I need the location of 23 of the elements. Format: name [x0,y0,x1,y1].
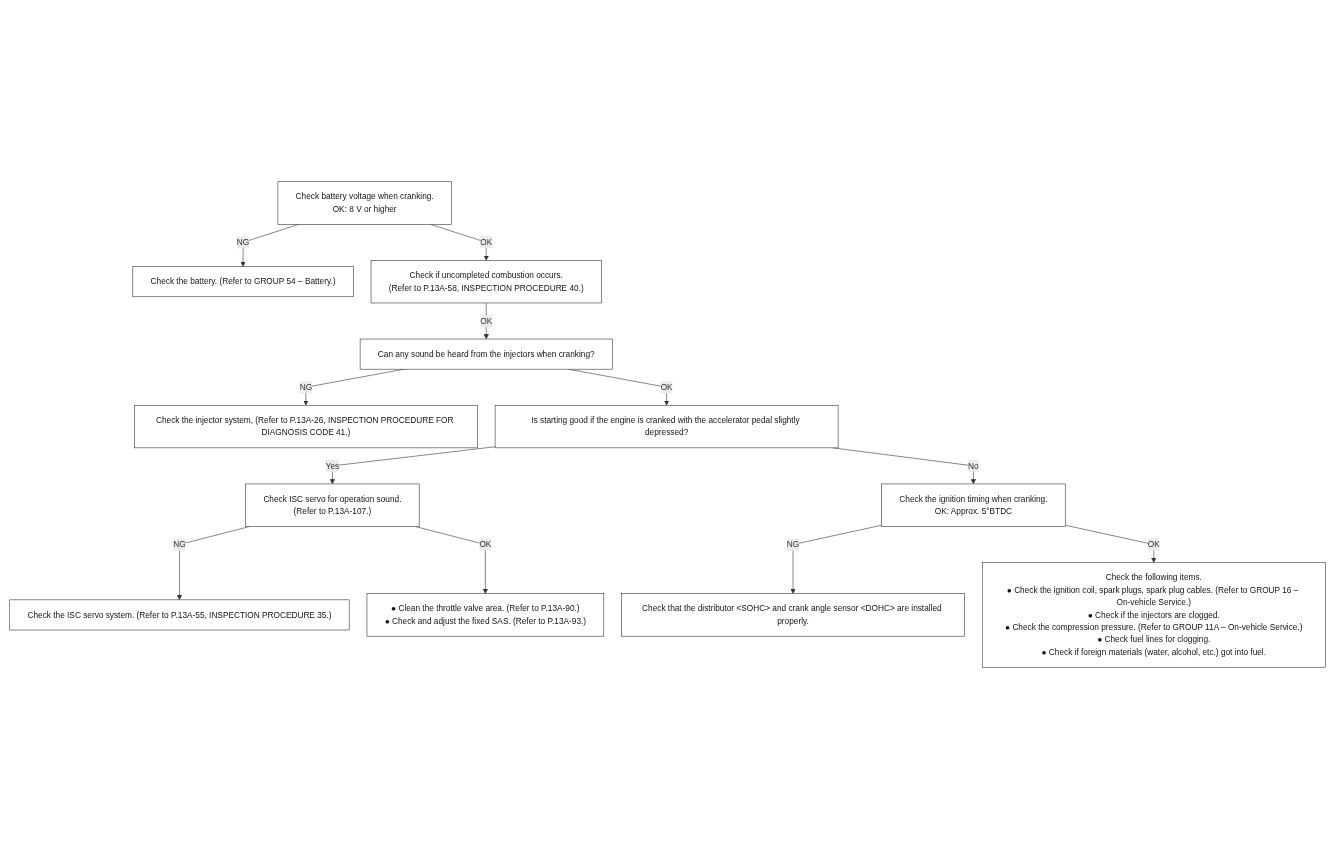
edge-label: NG [786,539,800,549]
node-box: Check the ignition timing when cranking. OK: Approx. 5°BTDC [881,483,1066,527]
edge-label: OK [660,381,673,392]
edge-label: NG [236,236,250,247]
edge-label: NG [299,381,313,392]
node-box: Check the injector system, (Refer to P.13A-26, INSPECTION PROCEDURE FOR DIAGNOSIS CODE 41.) [134,404,478,448]
edge-label: OK [480,236,493,247]
edge-label: OK [1147,539,1160,549]
node-box: Is starting good if the engine is cranked with the accelerator pedal slightly depressed? [494,404,839,448]
node-box: Check if uncompleted combustion occurs. (Refer to P.13A-58, INSPECTION PROCEDURE 40.) [370,259,602,303]
edge-label: OK [480,315,493,325]
node-box: Check the ISC servo system. (Refer to P.13A-55, INSPECTION PROCEDURE 35.) [9,599,350,630]
edge-label: Yes [325,460,340,470]
node-box: ● Clean the throttle valve area. (Refer to P.13A-90.) ● Check and adjust the fixed SAS. (Refer to P.13A-93.) [366,592,605,636]
node-box: Check the battery. (Refer to GROUP 54 – Battery.) [132,265,354,297]
node-box: Check battery voltage when cranking. OK: 8 V or higher [277,180,452,225]
edge-label: OK [479,539,492,549]
edge-label: No [968,460,979,470]
edge-label: NG [173,539,186,549]
node-box: Can any sound be heard from the injectors when cranking? [359,338,613,369]
node-box: Check ISC servo for operation sound. (Refer to P.13A-107.) [245,483,420,527]
node-box: Check the following items. ● Check the ignition coil, spark plugs, spark plug cables. (Refer to GROUP 16 – On-vehicle Service.) ● Check if the injectors are clogged. ● Check the compression pressure. (Refer to GROUP 11A – On-vehicle Service.) ● Check fuel lines for clogging. ● Check if foreign materials (water, alcohol, etc.) got into fuel. [981,561,1326,668]
node-box: Check that the distributor <SOHC> and crank angle sensor <DOHC> are installed properly. [621,592,965,636]
